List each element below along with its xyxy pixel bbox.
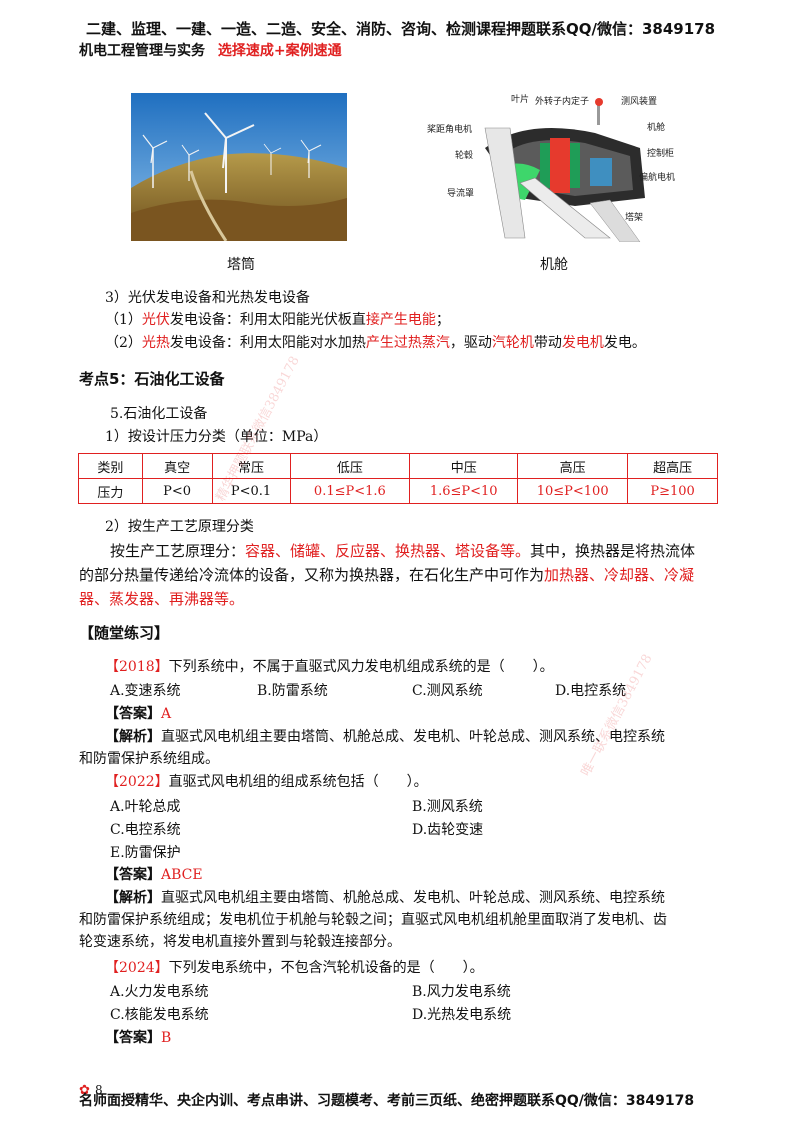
table-header-row: 类别 真空 常压 低压 中压 高压 超高压 — [78, 453, 718, 479]
pv-line-2: （2）光热发电设备：利用太阳能对水加热产生过热蒸汽，驱动汽轮机带动发电机发电。 — [105, 335, 646, 351]
option-d: D.齿轮变速 — [412, 822, 484, 838]
table-cell: 0.1≤P<1.6 — [289, 478, 411, 504]
table-cell: P<0.1 — [211, 478, 291, 504]
table-row: 压力 P<0 P<0.1 0.1≤P<1.6 1.6≤P<10 10≤P<100… — [78, 478, 718, 504]
svg-text:桨距角电机: 桨距角电机 — [427, 123, 472, 135]
subject-title: 机电工程管理与实务 — [79, 43, 205, 59]
answer-2022: 【答案】ABCE — [105, 867, 203, 883]
question-2024: 【2024】下列发电系统中，不包含汽轮机设备的是（ ）。 — [105, 960, 484, 976]
answer-2018: 【答案】A — [105, 706, 172, 722]
right-figure-caption: 机舱 — [540, 257, 568, 273]
table-cell: 超高压 — [627, 453, 718, 479]
option-c: C.电控系统 — [110, 822, 181, 838]
pressure-class-title: 1）按设计压力分类（单位：MPa） — [105, 429, 328, 445]
table-cell: 1.6≤P<10 — [409, 478, 519, 504]
option-b: B.风力发电系统 — [412, 984, 511, 1000]
option-c: C.测风系统 — [412, 683, 483, 699]
practice-heading: 【随堂练习】 — [79, 624, 170, 642]
table-cell: P<0 — [141, 478, 213, 504]
pv-title: 3）光伏发电设备和光热发电设备 — [105, 290, 310, 306]
svg-text:机舱: 机舱 — [647, 121, 665, 133]
table-cell: 低压 — [289, 453, 411, 479]
pressure-table: 类别 真空 常压 低压 中压 高压 超高压 压力 P<0 P<0.1 0.1≤P… — [78, 453, 718, 504]
table-cell: 压力 — [78, 478, 143, 504]
option-e: E.防雷保护 — [110, 845, 181, 861]
header-contact-line: 二建、监理、一建、一造、二造、安全、消防、咨询、检测课程押题联系QQ/微信：38… — [86, 20, 716, 38]
option-a: A.变速系统 — [110, 683, 181, 699]
table-cell: 高压 — [517, 453, 629, 479]
option-b: B.测风系统 — [412, 799, 483, 815]
analysis-2022: 【解析】直驱式风电机组主要由塔筒、机舱总成、发电机、叶轮总成、测风系统、电控系统… — [79, 890, 667, 950]
table-cell: P≥100 — [627, 478, 718, 504]
svg-text:测风装置: 测风装置 — [621, 95, 657, 107]
option-b: B.防雷系统 — [257, 683, 328, 699]
process-class-title: 2）按生产工艺原理分类 — [105, 519, 254, 535]
table-cell: 中压 — [409, 453, 519, 479]
option-d: D.电控系统 — [555, 683, 627, 699]
wind-tower-photo — [131, 93, 347, 242]
flower-icon: ✿ — [79, 1083, 90, 1098]
svg-text:叶片: 叶片 — [511, 93, 529, 105]
subject-tag: 选择速成+案例速通 — [217, 43, 342, 59]
page-number: 8 — [95, 1083, 103, 1097]
header-subject: 机电工程管理与实务 选择速成+案例速通 — [79, 40, 342, 60]
answer-2024: 【答案】B — [105, 1030, 172, 1046]
footer-contact-line: 名师面授精华、央企内训、考点串讲、习题模考、考前三页纸、绝密押题联系QQ/微信：… — [79, 1093, 695, 1109]
table-cell: 10≤P<100 — [517, 478, 629, 504]
svg-text:塔架: 塔架 — [625, 211, 643, 223]
analysis-2018: 【解析】直驱式风电机组主要由塔筒、机舱总成、发电机、叶轮总成、测风系统、电控系统… — [79, 729, 665, 767]
pv-line-1: （1）光伏发电设备：利用太阳能光伏板直接产生电能； — [105, 312, 450, 328]
svg-text:轮毂: 轮毂 — [455, 149, 473, 161]
svg-text:偏航电机: 偏航电机 — [639, 171, 675, 183]
section-sub: 5.石油化工设备 — [110, 406, 208, 422]
option-c: C.核能发电系统 — [110, 1007, 209, 1023]
question-2018: 【2018】下列系统中，不属于直驱式风力发电机组成系统的是（ ）。 — [105, 659, 554, 675]
table-cell: 类别 — [78, 453, 143, 479]
question-2022: 【2022】直驱式风电机组的组成系统包括（ ）。 — [105, 774, 428, 790]
svg-text:导流罩: 导流罩 — [447, 187, 474, 199]
table-cell: 真空 — [141, 453, 213, 479]
footer-page-badge: ✿ 8 — [79, 1079, 103, 1098]
option-a: A.叶轮总成 — [110, 799, 181, 815]
svg-text:外转子内定子: 外转子内定子 — [535, 95, 589, 107]
process-paragraph: 按生产工艺原理分：容器、储罐、反应器、换热器、塔设备等。其中，换热器是将热流体 … — [79, 542, 696, 608]
nacelle-diagram: 叶片 外转子内定子 测风装置 桨距角电机 机舱 轮毂 控制柜 偏航电机 导流罩 … — [425, 88, 675, 243]
option-a: A.火力发电系统 — [110, 984, 209, 1000]
section-heading: 考点5：石油化工设备 — [79, 370, 225, 388]
left-figure-caption: 塔筒 — [227, 257, 255, 273]
table-cell: 常压 — [211, 453, 291, 479]
nacelle-label-group: 叶片 外转子内定子 测风装置 桨距角电机 机舱 轮毂 控制柜 偏航电机 导流罩 … — [427, 93, 675, 223]
option-d: D.光热发电系统 — [412, 1007, 512, 1023]
svg-text:控制柜: 控制柜 — [647, 147, 674, 159]
